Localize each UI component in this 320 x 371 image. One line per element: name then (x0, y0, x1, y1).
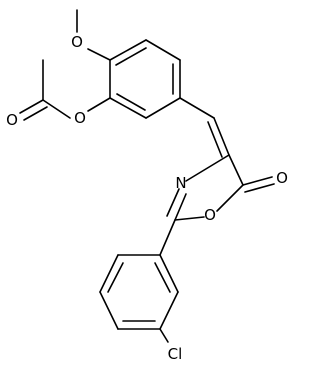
atom-n-ring: N (175, 174, 186, 192)
bond-oring-c2 (174, 216, 205, 221)
bond-alkene-2 (207, 121, 223, 158)
atom-o-ester-link: O (74, 109, 86, 127)
bond-c2-aryl (159, 219, 176, 256)
bond-c5-oring (216, 184, 244, 212)
bond-ring-b2 (99, 254, 119, 293)
bond-oester-carbonyl (42, 99, 71, 119)
bond-ring-a4 (145, 97, 181, 119)
bond-c5-o-carbonyl-1 (242, 176, 273, 186)
bond-alkene-1 (213, 117, 230, 156)
atom-o-methoxy: O (71, 33, 83, 51)
atom-o-lactone-carbonyl: O (276, 169, 288, 187)
bond-ring-b3 (99, 291, 119, 330)
atom-cl: Cl (168, 345, 183, 363)
bond-lines (19, 9, 275, 343)
bond-ring-methine (179, 97, 215, 119)
bond-ring-b6-inner (154, 262, 171, 293)
bond-o-ring (87, 48, 111, 61)
bond-c2-n-2 (166, 188, 180, 217)
atom-labels: O O O N O O Cl (6, 33, 288, 363)
bond-ring-a2 (145, 39, 181, 61)
bond-ring-oester (87, 97, 111, 112)
bond-co-double-1 (19, 99, 44, 114)
bond-ring-b2-inner (107, 262, 124, 293)
bond-co-double-2 (23, 106, 48, 121)
bond-ring-a1-inner (115, 47, 147, 66)
bond-ring-a5 (109, 97, 147, 119)
bond-ring-b6 (159, 254, 179, 293)
bond-c5-o-carbonyl-2 (244, 183, 275, 193)
bond-c4-n (185, 154, 230, 182)
molecule-structure-diagram: O O O N O O Cl (6, 9, 288, 363)
bond-ring-b5 (159, 291, 179, 330)
bond-c4-c5 (228, 154, 244, 186)
bond-c2-n-1 (174, 193, 187, 221)
bond-c-cl (159, 328, 169, 343)
bond-ring-a5-inner (116, 93, 146, 111)
atom-o-ring: O (204, 206, 216, 224)
bond-ring-a1 (109, 39, 147, 61)
atom-o-ester-carbonyl: O (6, 111, 18, 129)
